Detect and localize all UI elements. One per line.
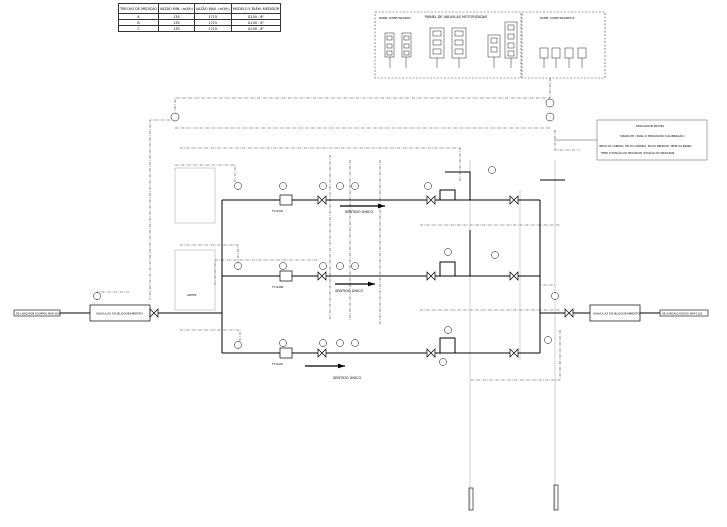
meter-tag-a: FT-1100A: [272, 210, 284, 213]
signal-lines: [96, 78, 580, 381]
meter-runs: [149, 194, 574, 359]
limits-tag: LIMITES: [187, 294, 197, 297]
outlet-label: DE GARGALO DESVIO MAP-1100: [662, 312, 703, 316]
outlet-block-valves: [589, 304, 641, 322]
table-cell: G100 - 6": [230, 25, 282, 32]
prover-line-2: INÍCIO DA CORRIDA, FIM DA CORRIDA, PULSO…: [599, 143, 692, 148]
flow-direction-c: SENTIDO ÚNICO: [333, 375, 361, 380]
flow-direction-a: SENTIDO ÚNICO: [345, 209, 373, 214]
process-piping: [60, 171, 660, 354]
panel-right-title: PAINEL COMPUTADORES B: [540, 16, 574, 20]
panel-left-title: PAINEL COMPUTADORES: [379, 16, 411, 20]
inlet-line-box: [13, 309, 61, 317]
meter-tag-b: FT-1100B: [272, 286, 284, 289]
prover-connections: [468, 484, 559, 511]
valve-controller-blocks: [384, 21, 587, 59]
meter-tag-c: FT-1100C: [272, 363, 284, 366]
flow-direction-b: SENTIDO ÚNICO: [335, 288, 363, 293]
panel-computers-box: [374, 11, 522, 79]
panel-computers-b-box: [521, 11, 606, 79]
panel-center-title: PAINEL DE VÁLVULAS MOTORIZADAS: [425, 14, 487, 19]
instrument-bubbles: [93, 98, 559, 366]
prover-line-3: TEMP. E POSIÇÃO DO PROVADOR, POSIÇÃO DO …: [601, 150, 675, 155]
outlet-line-box: [659, 309, 709, 317]
reference-lines: [174, 160, 556, 510]
table-cell: C: [117, 25, 160, 32]
panel-signal-drops: [389, 57, 583, 68]
prover-title: PROVADOR MÓVEL: [636, 123, 665, 128]
prover-line-1: SINAIS DE / PARA O PROVADOR (CALIBRAÇÃO): [620, 133, 685, 138]
inlet-label: DE LANÇADOR EQUIPAM. MAP-1100: [16, 312, 61, 316]
flow-range-table: TRECHO DE MEDIÇÃO VAZÃO MIN. (m3/h) VAZÃ…: [117, 3, 282, 32]
table-row: C 135 1715 G100 - 6": [117, 25, 282, 32]
inlet-block-label: VÁLVULAS DE BLOQUEAMENTO: [96, 311, 143, 316]
outlet-block-label: VÁLVULAS DE BLOQUEAMENTO: [593, 311, 640, 316]
